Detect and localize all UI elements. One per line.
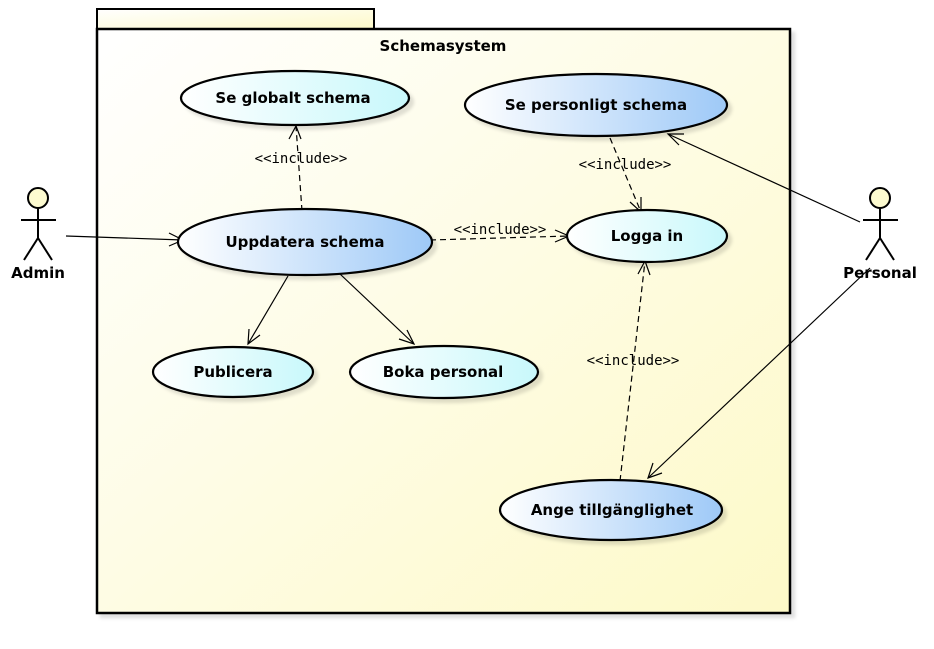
usecase-label: Se personligt schema xyxy=(505,96,687,114)
usecase-label: Publicera xyxy=(193,363,272,381)
actor-personal[interactable]: Personal xyxy=(843,187,917,282)
actor-admin[interactable]: Admin xyxy=(11,187,65,282)
usecase-uppdatera-schema[interactable]: Uppdatera schema xyxy=(176,207,434,277)
usecase-se-globalt-schema[interactable]: Se globalt schema xyxy=(179,69,411,127)
actor-label: Admin xyxy=(11,264,65,282)
usecase-boka-personal[interactable]: Boka personal xyxy=(348,344,540,400)
usecase-logga-in[interactable]: Logga in xyxy=(565,208,729,264)
usecase-label: Uppdatera schema xyxy=(225,233,384,251)
include-label-globalt: <<include>> xyxy=(255,151,348,167)
include-label-ange-logga: <<include>> xyxy=(587,353,680,369)
association-personal-personligt[interactable] xyxy=(666,133,861,223)
actor-label: Personal xyxy=(843,264,917,282)
association-uppdatera-boka[interactable] xyxy=(339,273,416,346)
include-label-personligt-logga: <<include>> xyxy=(579,157,672,173)
stick-figure-icon xyxy=(21,187,56,261)
usecase-publicera[interactable]: Publicera xyxy=(151,345,315,399)
usecase-label: Logga in xyxy=(611,227,684,245)
usecase-label: Se globalt schema xyxy=(215,89,370,107)
association-uppdatera-publicera[interactable] xyxy=(247,275,289,346)
association-personal-ange[interactable] xyxy=(647,267,871,479)
usecase-ange-tillganglighet[interactable]: Ange tillgänglighet xyxy=(498,478,724,542)
package-tab xyxy=(96,8,375,30)
include-label-uppdatera-logga: <<include>> xyxy=(454,222,547,238)
usecase-label: Boka personal xyxy=(383,363,504,381)
stick-figure-icon xyxy=(863,187,898,261)
usecase-label: Ange tillgänglighet xyxy=(531,501,693,519)
system-name: Schemasystem xyxy=(380,37,507,55)
usecase-se-personligt-schema[interactable]: Se personligt schema xyxy=(463,72,729,138)
